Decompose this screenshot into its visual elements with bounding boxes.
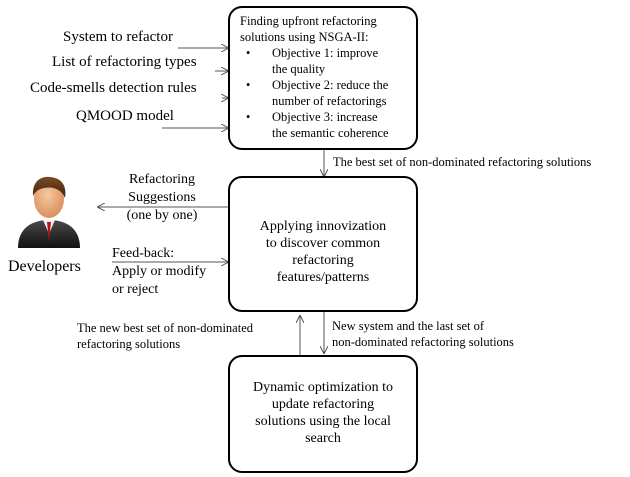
input-code-smells-rules: Code-smells detection rules — [30, 80, 197, 96]
edge-right-line: non-dominated refactoring solutions — [332, 335, 514, 349]
box3-line: update refactoring — [271, 397, 375, 412]
feedback-line: Apply or modify — [112, 264, 207, 279]
edge-label-new-best-set: The new best set of non-dominated refact… — [77, 320, 253, 352]
box3-line: solutions using the local — [255, 414, 391, 429]
suggestions-label: Refactoring Suggestions (one by one) — [120, 171, 204, 225]
objective-2-line1: Objective 2: reduce the — [272, 78, 389, 92]
objective-3-line1: Objective 3: increase — [272, 110, 378, 124]
objective-1-line1: Objective 1: improve — [272, 46, 379, 60]
box1-title-line2: solutions using NSGA-II: — [240, 30, 369, 44]
input-refactoring-types: List of refactoring types — [52, 54, 197, 70]
edge-left-line: refactoring solutions — [77, 337, 181, 351]
box2-line: refactoring — [292, 253, 354, 268]
box1-title-line1: Finding upfront refactoring — [240, 14, 377, 28]
box3-line: Dynamic optimization to — [253, 380, 393, 395]
suggestions-line: (one by one) — [126, 208, 198, 223]
edge-left-line: The new best set of non-dominated — [77, 321, 253, 335]
objective-item: Objective 1: improve the quality — [246, 45, 418, 77]
box3-line: search — [305, 431, 341, 446]
box2-line: to discover common — [265, 236, 381, 251]
box2-line: features/patterns — [276, 270, 370, 285]
edge-right-line: New system and the last set of — [332, 319, 485, 333]
box2-line: Applying innovization — [259, 219, 387, 234]
developers-label: Developers — [8, 258, 81, 275]
box-dynamic-optimization: Dynamic optimization to update refactori… — [228, 355, 418, 473]
box-nsga-ii: Finding upfront refactoring solutions us… — [228, 6, 418, 150]
feedback-label: Feed-back: Apply or modify or reject — [112, 245, 206, 299]
objective-1-line2: the quality — [272, 62, 326, 76]
objective-item: Objective 2: reduce the number of refact… — [246, 77, 418, 109]
objective-item: Objective 3: increase the semantic coher… — [246, 109, 418, 141]
feedback-line: Feed-back: — [112, 246, 175, 261]
input-system-to-refactor: System to refactor — [63, 29, 173, 45]
feedback-line: or reject — [112, 282, 159, 297]
objective-3-line2: the semantic coherence — [272, 126, 389, 140]
developer-avatar-icon — [18, 176, 80, 248]
suggestions-line: Suggestions — [128, 190, 196, 205]
box-innovization: Applying innovization to discover common… — [228, 176, 418, 312]
objective-2-line2: number of refactorings — [272, 94, 387, 108]
input-qmood-model: QMOOD model — [76, 108, 174, 124]
objectives-list: Objective 1: improve the quality Objecti… — [240, 45, 418, 141]
edge-label-new-system: New system and the last set of non-domin… — [332, 318, 514, 350]
edge-label-best-set: The best set of non-dominated refactorin… — [333, 155, 592, 169]
suggestions-line: Refactoring — [128, 172, 196, 187]
